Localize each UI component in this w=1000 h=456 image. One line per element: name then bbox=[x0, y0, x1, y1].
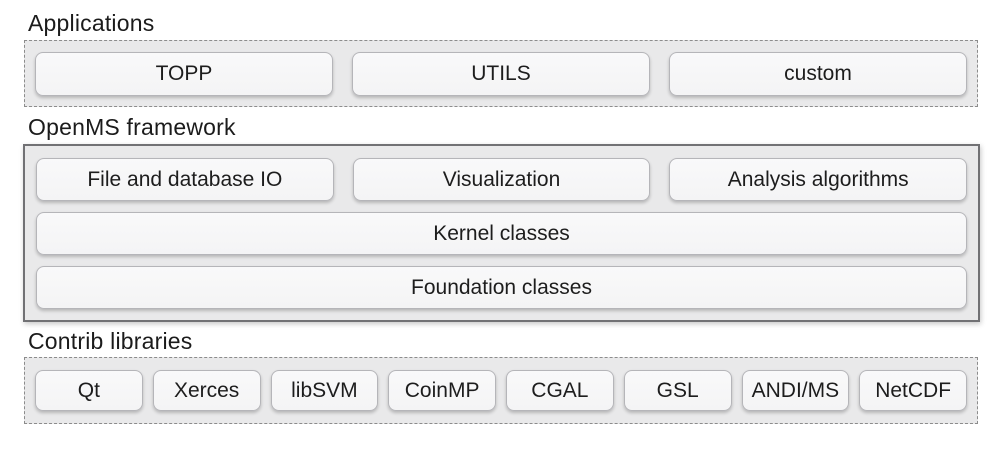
openms-framework-container: File and database IO Visualization Analy… bbox=[23, 144, 980, 322]
layer-label-applications: Applications bbox=[28, 10, 155, 36]
node-gsl: GSL bbox=[623, 370, 732, 411]
node-netcdf: NetCDF bbox=[859, 370, 967, 411]
node-visualization: Visualization bbox=[352, 158, 651, 201]
node-coinmp: CoinMP bbox=[388, 370, 496, 411]
node-xerces: Xerces bbox=[152, 370, 261, 411]
node-utils: UTILS bbox=[352, 52, 650, 96]
node-kernel-classes: Kernel classes bbox=[36, 212, 967, 255]
contrib-libraries-container: Qt Xerces libSVM CoinMP CGAL GSL ANDI/MS… bbox=[24, 357, 978, 424]
applications-layer-container: TOPP UTILS custom bbox=[24, 40, 978, 107]
node-file-and-database-io: File and database IO bbox=[36, 158, 334, 201]
node-custom: custom bbox=[669, 52, 967, 96]
node-foundation-classes: Foundation classes bbox=[36, 266, 967, 309]
node-libsvm: libSVM bbox=[270, 370, 379, 411]
node-analysis-algorithms: Analysis algorithms bbox=[669, 158, 968, 201]
framework-top-row: File and database IO Visualization Analy… bbox=[36, 158, 968, 201]
node-cgal: CGAL bbox=[506, 370, 614, 411]
node-qt: Qt bbox=[35, 370, 143, 411]
node-andi-ms: ANDI/MS bbox=[741, 370, 850, 411]
layer-label-contrib-libraries: Contrib libraries bbox=[28, 328, 193, 354]
node-topp: TOPP bbox=[35, 52, 333, 96]
layer-label-openms-framework: OpenMS framework bbox=[28, 114, 236, 140]
